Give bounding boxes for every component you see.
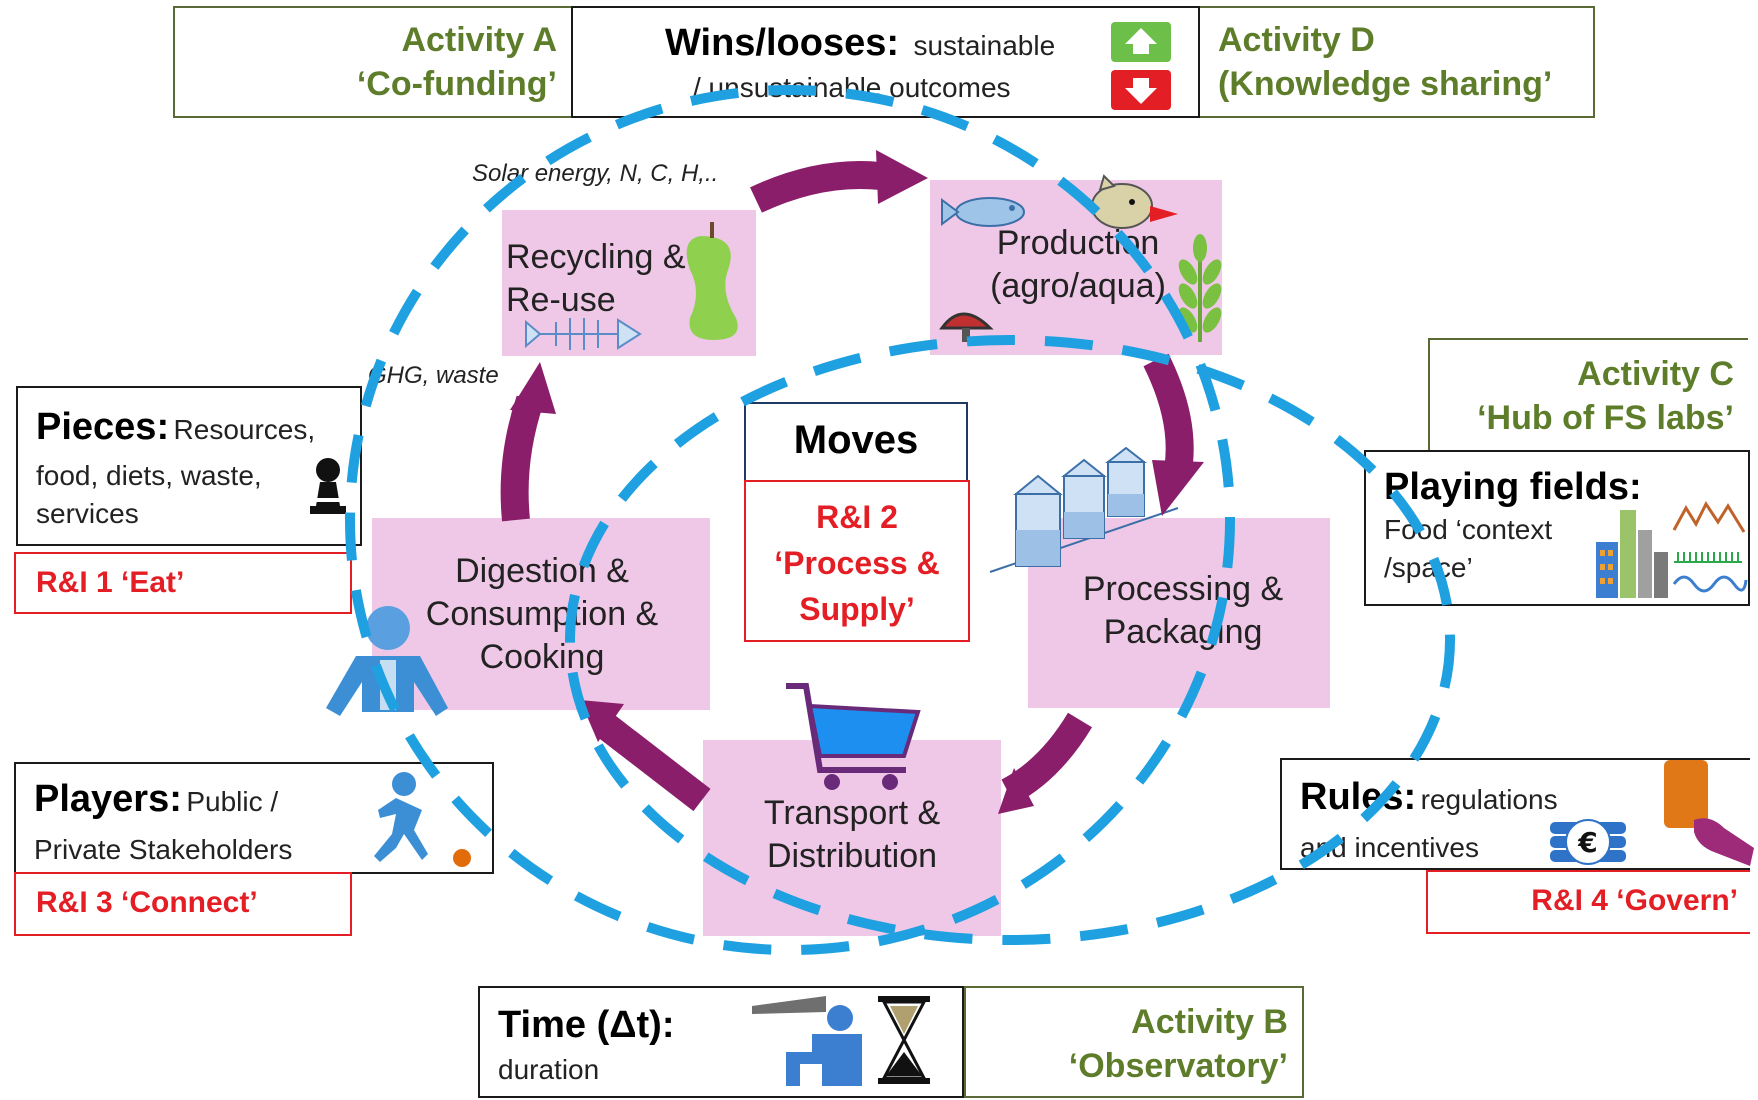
cart-icon <box>786 683 921 790</box>
processing-line1: Processing & <box>1082 570 1284 608</box>
pieces-label: Pieces: <box>36 406 170 448</box>
activity-b-subtitle: ‘Observatory’ <box>1068 1047 1288 1085</box>
recycling-line2: Re-use <box>506 281 616 319</box>
playing-fields-text2: /space’ <box>1384 552 1473 583</box>
activity-b-title: Activity B <box>1131 1003 1288 1041</box>
moves-box: Moves <box>744 402 968 482</box>
ri-process-box: R&I 2 ‘Process & Supply’ <box>744 480 970 642</box>
dashed-circle-left <box>345 85 1235 955</box>
observer-icon <box>752 996 862 1086</box>
card-hand-icon <box>1664 760 1754 866</box>
dashed-circle-right <box>565 335 1455 945</box>
pieces-text3: services <box>36 498 139 529</box>
arrowhead-processing <box>1152 460 1204 516</box>
activity-c-subtitle: ‘Hub of FS labs’ <box>1477 399 1734 437</box>
ri-connect-label: R&I 3 ‘Connect’ <box>36 886 258 919</box>
pawn-icon <box>310 458 346 514</box>
ri-connect-box: R&I 3 ‘Connect’ <box>14 872 352 936</box>
production-line2: (agro/aqua) <box>990 267 1166 305</box>
activity-d-title: Activity D <box>1218 21 1375 59</box>
arrowhead-transport <box>998 768 1034 814</box>
transport-line1: Transport & <box>763 794 941 832</box>
apple-core-icon <box>686 222 738 340</box>
wins-label: Wins/looses: <box>665 22 900 64</box>
ri-process-line3: Supply’ <box>799 591 915 627</box>
moves-label: Moves <box>793 418 919 462</box>
activity-b-box: Activity B ‘Observatory’ <box>964 986 1304 1098</box>
transport-line2: Distribution <box>766 837 938 875</box>
arrow-digestion-to-recycling <box>500 395 544 522</box>
players-label: Players: <box>34 778 182 820</box>
time-text1: duration <box>498 1054 600 1085</box>
processing-line2: Packaging <box>1103 613 1263 651</box>
svg-text:€: € <box>1577 826 1597 859</box>
arrowhead-digestion <box>580 700 624 742</box>
digestion-line3: Cooking <box>479 638 605 676</box>
activity-c-box: Activity C ‘Hub of FS labs’ <box>1428 338 1748 450</box>
fish-bone-icon <box>525 318 642 350</box>
pieces-text2: food, diets, waste, <box>36 460 262 491</box>
activity-a-subtitle: ‘Co-funding’ <box>356 65 557 103</box>
digestion-line2: Consumption & <box>425 595 659 633</box>
time-label: Time (Δt): <box>498 1004 675 1046</box>
players-box: Players: Public / Private Stakeholders <box>14 762 494 874</box>
wins-box: Wins/looses: sustainable / unsustainable… <box>571 6 1200 118</box>
activity-a-box: Activity A ‘Co-funding’ <box>173 6 573 118</box>
arrowhead-production <box>876 150 928 204</box>
wheat-icon <box>1178 234 1222 342</box>
activity-a-title: Activity A <box>401 21 557 59</box>
graph-icon <box>1672 501 1748 593</box>
ri-eat-box: R&I 1 ‘Eat’ <box>14 552 352 614</box>
rules-box: Rules: regulations and incentives € <box>1280 758 1754 870</box>
wins-text-sustainable: sustainable <box>913 30 1056 61</box>
mushroom-icon <box>939 312 994 342</box>
pieces-text1: Resources, <box>173 414 316 445</box>
ri-process-line2: ‘Process & <box>774 545 940 581</box>
ri-eat-label: R&I 1 ‘Eat’ <box>36 566 185 599</box>
fish-icon <box>941 197 1025 227</box>
arrow-recycling-to-production <box>750 161 882 213</box>
pieces-box: Pieces: Resources, food, diets, waste, s… <box>16 386 362 546</box>
activity-c-title: Activity C <box>1577 355 1734 393</box>
playing-fields-label: Playing fields: <box>1384 466 1642 508</box>
activity-d-subtitle: (Knowledge sharing’ <box>1218 65 1553 103</box>
arrow-down-icon <box>1111 70 1171 110</box>
city-icon <box>1596 510 1668 598</box>
players-text1: Public / <box>186 786 279 817</box>
processing-label: Processing & Packaging <box>1048 568 1318 654</box>
playing-fields-box: Playing fields: Food ‘context /space’ <box>1364 450 1750 606</box>
recycling-line1: Recycling & <box>506 238 686 276</box>
ri-process-line1: R&I 2 <box>816 499 898 535</box>
ri-govern-label: R&I 4 ‘Govern’ <box>1531 884 1738 917</box>
bird-icon <box>1091 174 1178 229</box>
digestion-line1: Digestion & <box>455 552 629 590</box>
arrowhead-recycling <box>510 362 556 414</box>
runner-icon <box>374 772 471 867</box>
recycling-label: Recycling & Re-use <box>502 236 702 322</box>
activity-d-box: Activity D (Knowledge sharing’ <box>1198 6 1595 118</box>
players-text2: Private Stakeholders <box>34 834 293 865</box>
hourglass-icon <box>878 996 930 1084</box>
processing-stage <box>1028 518 1330 708</box>
coins-euro-icon: € <box>1550 819 1626 865</box>
transport-label: Transport & Distribution <box>703 792 1001 878</box>
cartons-icon <box>989 446 1179 573</box>
outputs-flow-label: GHG, waste <box>368 362 499 389</box>
ri-govern-box: R&I 4 ‘Govern’ <box>1426 870 1750 934</box>
rules-label: Rules: <box>1300 776 1417 818</box>
time-box: Time (Δt): duration <box>478 986 964 1098</box>
arrow-up-icon <box>1111 22 1171 62</box>
arrow-production-to-processing <box>1143 353 1194 473</box>
digestion-label: Digestion & Consumption & Cooking <box>392 550 692 679</box>
rules-text1: regulations <box>1420 784 1558 815</box>
arrow-transport-to-digestion <box>597 714 711 812</box>
